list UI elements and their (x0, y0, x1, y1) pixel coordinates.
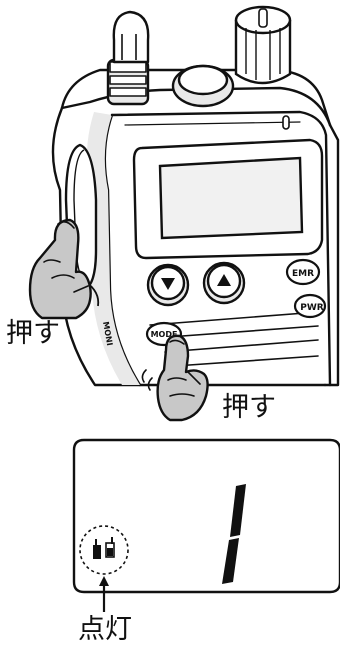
emr-key[interactable]: EMR (285, 258, 321, 286)
press-label-left: 押す (6, 318, 60, 349)
mode-key-label: MODE (151, 330, 178, 339)
pwr-key[interactable]: PWR (293, 293, 327, 319)
down-arrow-key[interactable] (146, 263, 190, 307)
radio-lcd (132, 138, 324, 260)
up-arrow-key[interactable] (202, 261, 246, 305)
lcd-detail-panel (72, 438, 340, 594)
antenna (106, 10, 150, 106)
triangle-up-icon (217, 274, 231, 286)
emr-key-label: EMR (292, 269, 314, 279)
lit-label: 点灯 (78, 614, 132, 645)
triangle-down-icon (161, 278, 175, 290)
moni-key-label: MONI (101, 321, 114, 347)
channel-digit (222, 484, 246, 584)
dual-watch-icon (79, 525, 129, 575)
pressing-finger-right (141, 334, 209, 422)
press-label-right: 押す (222, 392, 276, 423)
lit-pointer-arrow (99, 576, 109, 612)
pwr-key-label: PWR (300, 303, 324, 313)
pressing-finger-left (28, 218, 92, 320)
top-button[interactable] (171, 64, 235, 108)
volume-knob[interactable] (234, 5, 292, 85)
